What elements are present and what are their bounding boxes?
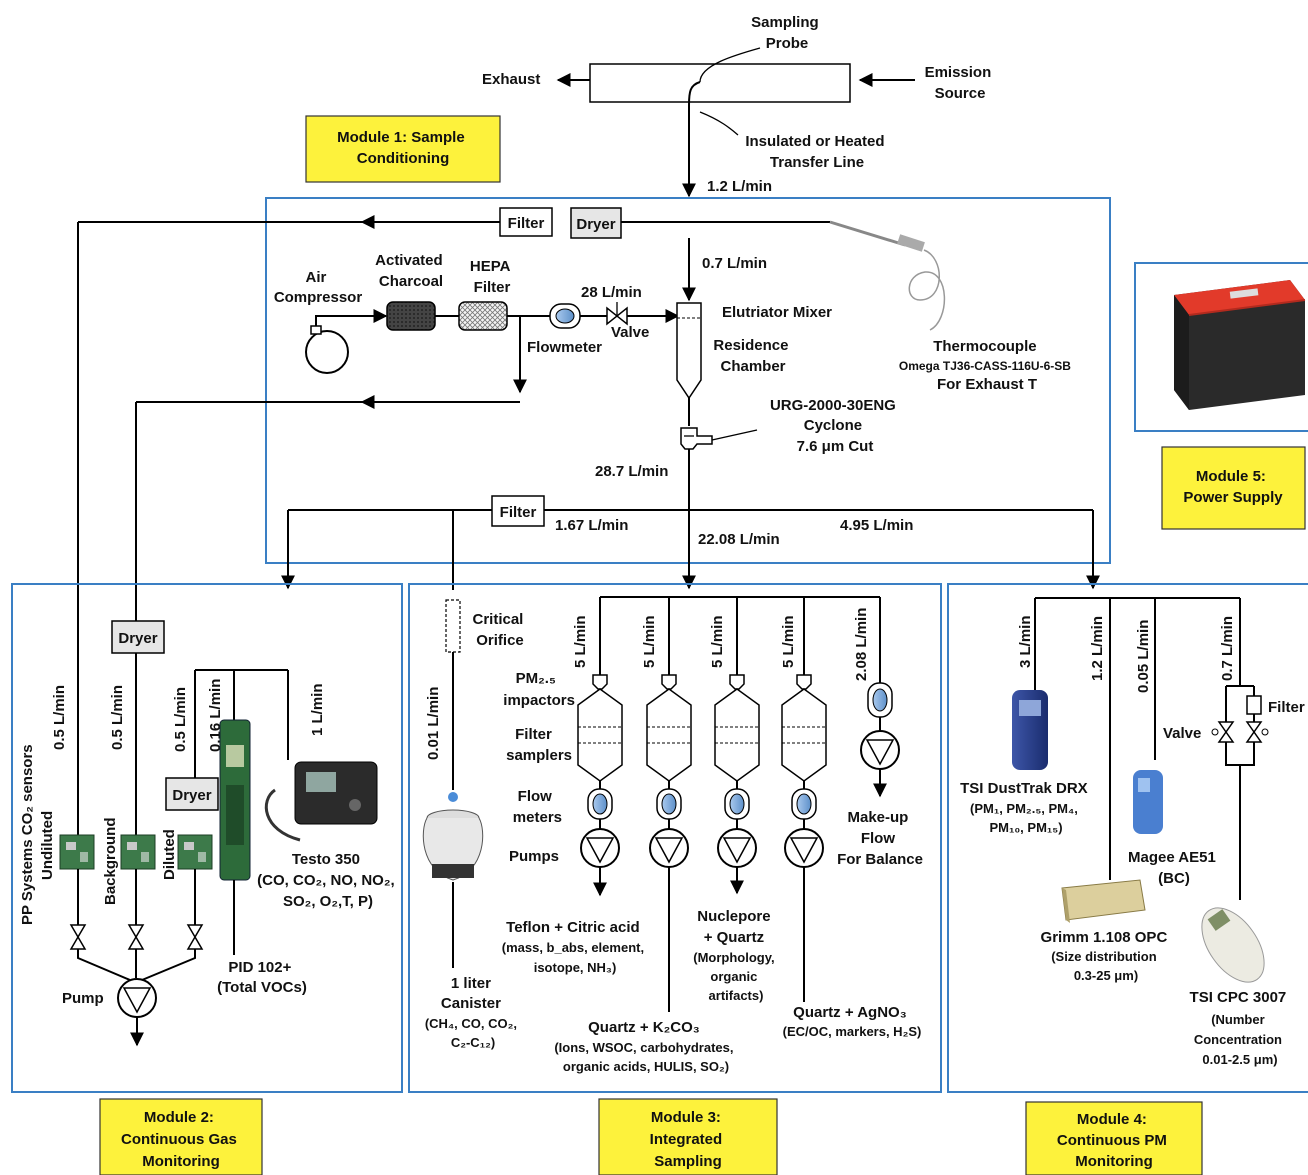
valve-label: Valve (611, 324, 649, 341)
ch3-flow-label: 5 L/min (709, 615, 726, 668)
battery-icon (1174, 280, 1305, 410)
module3-title: Module 3: Integrated Sampling (650, 1109, 727, 1170)
flowmeter-label: Flowmeter (527, 339, 602, 356)
residence-label: Residence Chamber (713, 337, 792, 375)
cpc-device-icon (1189, 897, 1276, 993)
exhaust-label: Exhaust (482, 71, 540, 88)
makeup-label: Make-up Flow For Balance (837, 809, 923, 868)
flow-2208-label: 22.08 L/min (698, 531, 780, 548)
flow-495-label: 4.95 L/min (840, 517, 913, 534)
co2-sensor-undiluted (60, 835, 94, 869)
dusttrak-label: TSI DustTrak DRX (PM₁, PM₂.₅, PM₄, PM₁₀,… (960, 780, 1092, 835)
cpc-filter-label: Filter (1268, 699, 1305, 716)
ch2-flow-label: 5 L/min (641, 615, 658, 668)
header-section: Sampling Probe Exhaust Emission Source I… (306, 14, 995, 196)
co2-sensors-label: PP Systems CO₂ sensors (19, 744, 36, 925)
flow-167-label: 1.67 L/min (555, 517, 628, 534)
valve-icon (607, 302, 627, 324)
filter-manifold-label: Filter (500, 504, 537, 521)
cpc-valve-label: Valve (1163, 725, 1201, 742)
m2-flow-background: 0.5 L/min (109, 685, 126, 750)
canister-icon (423, 792, 482, 880)
hepa-filter (459, 302, 507, 330)
co2-sensor-diluted (178, 835, 212, 869)
module3-integrated-sampling: Critical Orifice 0.01 L/min 1 liter Cani… (409, 584, 941, 1175)
module1-title-box (306, 116, 500, 182)
impactors-label: PM₂.₅ impactors (503, 670, 575, 709)
ch4-flow-label: 5 L/min (780, 615, 797, 668)
magee-flow-label: 0.05 L/min (1135, 620, 1152, 693)
canister-flow-label: 0.01 L/min (425, 687, 442, 760)
pump-label: Pump (62, 990, 104, 1007)
cyclone-label: URG-2000-30ENG Cyclone 7.6 μm Cut (770, 397, 900, 455)
dryer-bg-label: Dryer (118, 630, 157, 647)
module4-continuous-pm: 3 L/min 1.2 L/min 0.05 L/min 0.7 L/min F… (948, 584, 1308, 1175)
undiluted-label: Undiluted (39, 811, 56, 880)
magee-device-icon (1133, 770, 1163, 834)
dryer-top-label: Dryer (576, 216, 615, 233)
cpc-flow-label: 0.7 L/min (1219, 616, 1236, 681)
elutriator-label: Elutriator Mixer (722, 304, 832, 321)
residence-chamber (677, 303, 701, 398)
module5-title-box (1162, 447, 1305, 529)
background-label: Background (102, 817, 119, 905)
grimm-flow-label: 1.2 L/min (1089, 616, 1106, 681)
hepa-label: HEPA Filter (470, 258, 514, 296)
cyclone-flow-label: 28.7 L/min (595, 463, 668, 480)
main-flow-label: 0.7 L/min (702, 255, 767, 272)
air-compressor-icon (306, 316, 348, 373)
filter-samplers-label: Filter samplers (506, 726, 572, 764)
dryer-diluted-label: Dryer (172, 787, 211, 804)
diluted-label: Diluted (161, 829, 178, 880)
ch1-flow-label: 5 L/min (572, 615, 589, 668)
teflon-label: Teflon + Citric acid (mass, b_abs, eleme… (502, 919, 649, 975)
thermocouple-label: Thermocouple Omega TJ36-CASS-116U-6-SB F… (899, 338, 1075, 393)
pumps-label: Pumps (509, 848, 559, 865)
nuclepore-label: Nuclepore + Quartz (Morphology, organic … (693, 908, 779, 1003)
pid-label: PID 102+ (Total VOCs) (217, 959, 307, 996)
critical-orifice-label: Critical Orifice (472, 611, 527, 649)
inflow-label: 1.2 L/min (707, 178, 772, 195)
m2-valve-icons (71, 925, 202, 949)
flowmeter-icon (550, 304, 580, 328)
thermocouple-icon (830, 222, 944, 330)
cpc-label: TSI CPC 3007 (Number Concentration 0.01-… (1190, 989, 1291, 1067)
filter-top-label: Filter (508, 215, 545, 232)
emission-source-label: Emission Source (925, 64, 996, 102)
co2-sensor-background (121, 835, 155, 869)
pump-manifold (78, 949, 195, 980)
module5-power-supply: Module 5: Power Supply (1135, 263, 1308, 529)
cyclone-icon (681, 428, 757, 449)
quartz-agno3-label: Quartz + AgNO₃ (EC/OC, markers, H₂S) (783, 1004, 922, 1039)
critical-orifice-icon (446, 600, 460, 652)
grimm-label: Grimm 1.108 OPC (Size distribution 0.3-2… (1041, 929, 1172, 983)
cpc-valve-icons (1212, 722, 1268, 742)
grimm-device-icon (1062, 880, 1145, 923)
charcoal-filter (387, 302, 435, 330)
dusttrak-flow-label: 3 L/min (1017, 615, 1034, 668)
sampling-probe-label: Sampling Probe (751, 14, 823, 52)
pid-device-icon (220, 720, 250, 880)
magee-label: Magee AE51 (BC) (1128, 849, 1220, 887)
m2-flow-undiluted: 0.5 L/min (51, 685, 68, 750)
makeup-flow-label: 2.08 L/min (853, 608, 870, 681)
testo-label: Testo 350 (CO, CO₂, NO, NO₂, SO₂, O₂,T, … (257, 851, 399, 910)
dilution-flow-label: 28 L/min (581, 284, 642, 301)
transfer-line-label: Insulated or Heated Transfer Line (745, 133, 888, 171)
sampling-probe-tube (590, 64, 850, 102)
testo-analyzer-icon (266, 762, 377, 840)
air-compressor-label: Air Compressor (274, 269, 363, 306)
m2-flow-diluted: 0.5 L/min (172, 687, 189, 752)
flow-meters-label: Flow meters (513, 788, 562, 826)
module2-continuous-gas: Dryer Dryer PP Systems CO₂ sensors 0.5 L… (12, 584, 402, 1175)
charcoal-label: Activated Charcoal (375, 252, 447, 290)
m2-flow-testo: 1 L/min (309, 683, 326, 736)
dusttrak-device-icon (1012, 690, 1048, 770)
canister-label: 1 liter Canister (CH₄, CO, CO₂, C₂-C₁₂) (425, 975, 521, 1050)
transfer-leader (700, 112, 738, 135)
pump-icon (118, 979, 156, 1017)
cpc-filter-icon (1247, 696, 1261, 714)
quartz-k2co3-label: Quartz + K₂CO₃ (Ions, WSOC, carbohydrate… (554, 1019, 737, 1074)
